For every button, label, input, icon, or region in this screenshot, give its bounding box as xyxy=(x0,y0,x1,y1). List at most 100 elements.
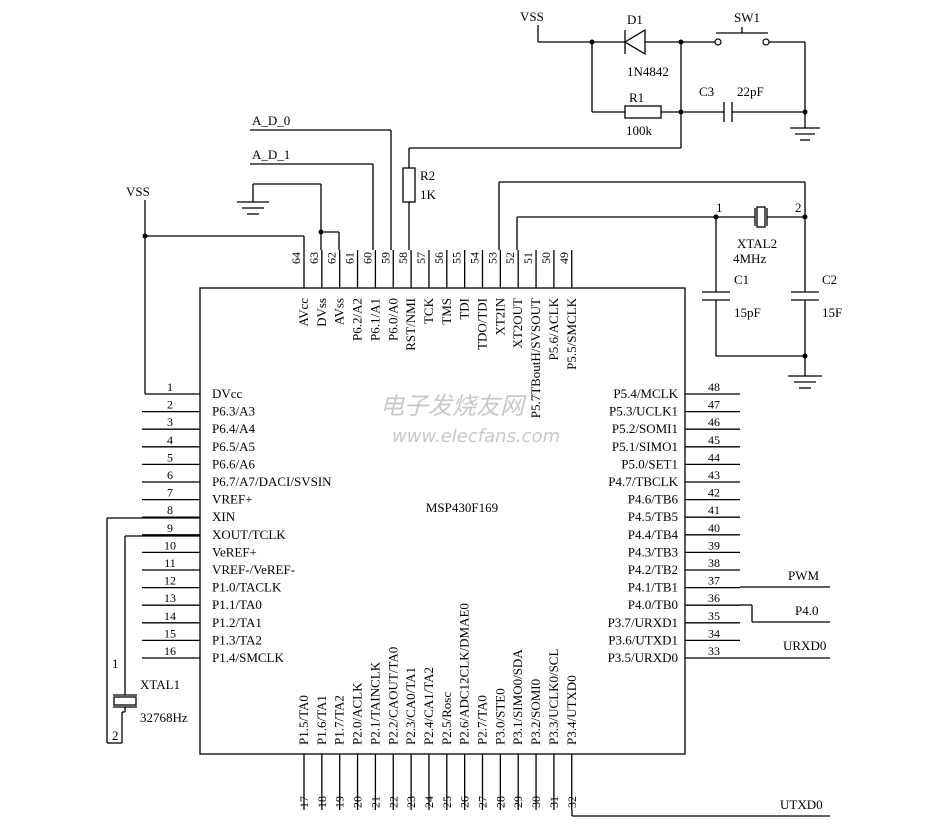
pin-number-25: 25 xyxy=(440,796,454,808)
pin-name-14: P1.2/TA1 xyxy=(212,615,262,630)
pin-name-35: P3.7/URXD1 xyxy=(608,615,678,630)
pin-number-52: 52 xyxy=(503,252,517,264)
pin-name-29: P3.1/SIMO0/SDA xyxy=(510,649,525,745)
pin-number-45: 45 xyxy=(708,433,720,447)
pin-name-7: VREF+ xyxy=(212,492,253,507)
pin-name-39: P4.3/TB3 xyxy=(628,544,678,559)
pin-name-59: P6.0/A0 xyxy=(385,298,400,341)
pin-name-57: TCK xyxy=(421,297,436,324)
pin-name-15: P1.3/TA2 xyxy=(212,632,262,647)
pin-number-4: 4 xyxy=(167,433,173,447)
pin-name-46: P5.2/SOMI1 xyxy=(612,421,678,436)
pin-number-15: 15 xyxy=(164,626,176,640)
pin-name-26: P2.6/ADC12CLK/DMAE0 xyxy=(457,603,472,745)
pin-name-63: DVss xyxy=(314,298,329,327)
pin-number-21: 21 xyxy=(368,796,382,808)
pin-number-27: 27 xyxy=(476,796,490,808)
pin-name-1: DVcc xyxy=(212,386,243,401)
dvcc-supply: VSS xyxy=(126,184,305,395)
pwm-label: PWM xyxy=(788,568,820,583)
pin-name-64: AVcc xyxy=(296,298,311,327)
sw1-contact-b xyxy=(762,38,770,46)
pin-number-17: 17 xyxy=(297,796,311,808)
pin-name-25: P2.5/Rosc xyxy=(439,692,454,745)
pin-number-62: 62 xyxy=(325,252,339,264)
pin-name-6: P6.7/A7/DACI/SVSIN xyxy=(212,474,332,489)
pin-name-56: TMS xyxy=(439,298,454,325)
r1-value-label: 100k xyxy=(626,123,653,138)
pin-name-18: P1.6/TA1 xyxy=(314,695,329,745)
pin-number-28: 28 xyxy=(493,796,507,808)
pin-name-2: P6.3/A3 xyxy=(212,404,255,419)
pin-number-39: 39 xyxy=(708,538,720,552)
pin-number-41: 41 xyxy=(708,503,720,517)
crystal-xtal2 xyxy=(756,206,766,228)
pin-number-64: 64 xyxy=(289,252,303,264)
pin-name-51: P5.7TBoutH/SVSOUT xyxy=(528,298,543,418)
pin-name-38: P4.2/TB2 xyxy=(628,562,678,577)
pin-number-1: 1 xyxy=(167,380,173,394)
pin-name-11: VREF-/VeREF- xyxy=(212,562,295,577)
pin-number-46: 46 xyxy=(708,415,720,429)
xtal2-pin1-label: 1 xyxy=(716,200,723,215)
pin-name-23: P2.3/CA0/TA1 xyxy=(403,667,418,745)
sw1-label: SW1 xyxy=(734,10,760,25)
pin-name-13: P1.1/TA0 xyxy=(212,597,262,612)
a-d-1-label: A_D_1 xyxy=(252,147,290,162)
pin-number-58: 58 xyxy=(396,252,410,264)
pin-name-62: AVss xyxy=(332,298,347,325)
pin-number-35: 35 xyxy=(708,609,720,623)
pin-name-41: P4.5/TB5 xyxy=(628,509,678,524)
r2-label: R2 xyxy=(420,168,435,183)
pin-name-61: P6.2/A2 xyxy=(350,298,365,341)
pin-number-47: 47 xyxy=(708,398,720,412)
pin-name-30: P3.2/SOMI0 xyxy=(528,679,543,745)
pin-number-54: 54 xyxy=(468,252,482,264)
pin-name-10: VeREF+ xyxy=(212,544,257,559)
d1-label: D1 xyxy=(627,12,643,27)
xtal1-value-label: 32768Hz xyxy=(140,710,188,725)
urxd0-label: URXD0 xyxy=(783,638,826,653)
pin-number-50: 50 xyxy=(539,252,553,264)
pin-number-11: 11 xyxy=(164,556,176,570)
pin-number-59: 59 xyxy=(378,252,392,264)
xtal2-value-label: 4MHz xyxy=(733,251,766,266)
utxd0-label: UTXD0 xyxy=(780,797,823,812)
pin-number-42: 42 xyxy=(708,486,720,500)
pin-number-44: 44 xyxy=(708,450,720,464)
pin-number-37: 37 xyxy=(708,574,720,588)
pin-name-34: P3.6/UTXD1 xyxy=(608,632,678,647)
c3-value-label: 22pF xyxy=(737,84,764,99)
pin-number-20: 20 xyxy=(351,796,365,808)
pin-number-34: 34 xyxy=(708,626,720,640)
pin-number-12: 12 xyxy=(164,574,176,588)
pin-number-51: 51 xyxy=(521,252,535,264)
pin-name-42: P4.6/TB6 xyxy=(628,492,679,507)
pin-number-23: 23 xyxy=(404,796,418,808)
pin-number-55: 55 xyxy=(450,252,464,264)
xtal1-pin2-label: 2 xyxy=(112,728,119,743)
pin-name-44: P5.0/SET1 xyxy=(621,456,678,471)
pin-name-36: P4.0/TB0 xyxy=(628,597,678,612)
xt2-oscillator: 1 2 XTAL2 4MHz C1 15pF C2 15F xyxy=(498,181,842,389)
pin-number-2: 2 xyxy=(167,398,173,412)
xtal1-oscillator: 1 2 XTAL1 32768Hz xyxy=(106,517,200,744)
pin-number-5: 5 xyxy=(167,450,173,464)
pin-name-28: P3.0/STE0 xyxy=(492,688,507,745)
pin-name-32: P3.4/UTXD0 xyxy=(564,675,579,745)
c2-label: C2 xyxy=(822,272,837,287)
pin-name-48: P5.4/MCLK xyxy=(613,386,678,401)
pin-name-43: P4.7/TBCLK xyxy=(608,474,678,489)
pin-number-26: 26 xyxy=(458,796,472,808)
pin-name-20: P2.0/ACLK xyxy=(350,682,365,745)
r2-value-label: 1K xyxy=(420,187,437,202)
pin-name-45: P5.1/SIMO1 xyxy=(612,439,678,454)
pin-name-54: TDO/TDI xyxy=(475,298,490,350)
chip-body xyxy=(199,287,686,755)
pin-number-38: 38 xyxy=(708,556,720,570)
pin-name-40: P4.4/TB4 xyxy=(628,527,679,542)
pin-number-32: 32 xyxy=(565,796,579,808)
pin-name-49: P5.5/SMCLK xyxy=(564,297,579,369)
pin-name-37: P4.1/TB1 xyxy=(628,580,678,595)
